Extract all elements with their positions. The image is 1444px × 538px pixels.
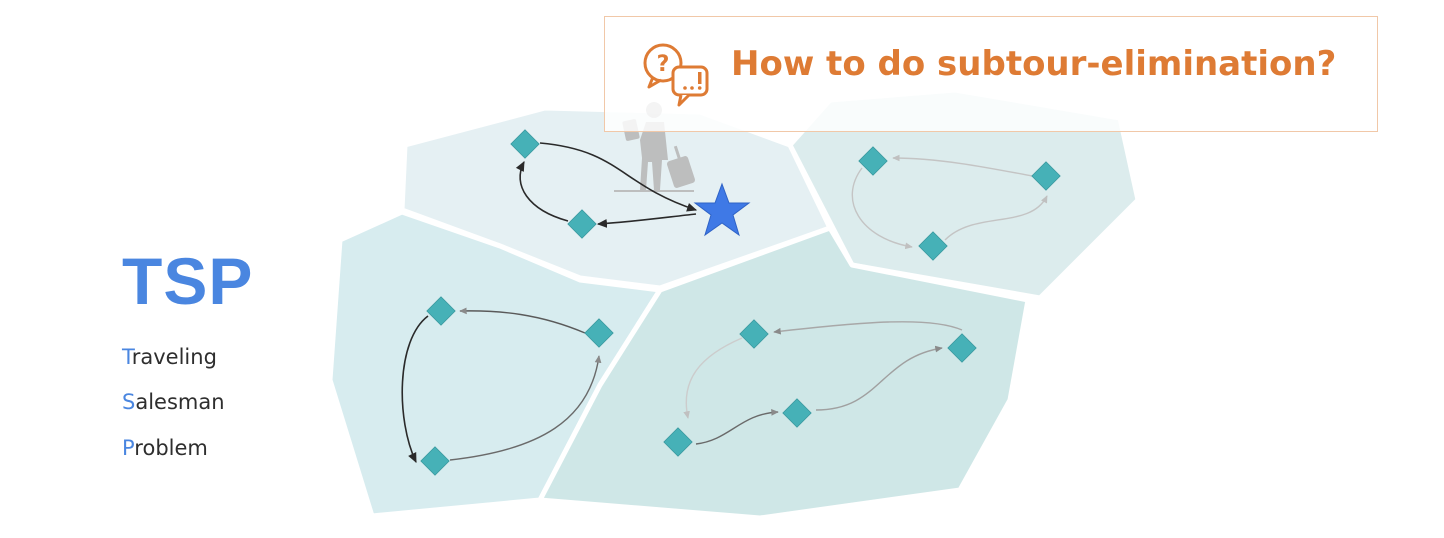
edge-right-2 [851,167,913,250]
city-node [567,209,597,239]
city-node [420,446,450,476]
edge-bottom-4 [815,345,943,411]
edge-top-2 [596,213,697,228]
edge-right-1 [892,154,1033,177]
tsp-title: TSP [122,244,254,318]
city-node [782,398,812,428]
acronym-line-problem: Problem [122,436,208,460]
callout-question-text: How to do subtour-elimination? [731,44,1337,84]
city-node [510,129,540,159]
edge-right-3 [944,195,1048,241]
acronym-line-salesman: Salesman [122,390,225,414]
edge-left-2 [401,315,429,464]
acronym-line-traveling: Traveling [122,345,217,369]
city-node [426,296,456,326]
star-icon [693,182,751,237]
edge-left-3 [449,355,602,461]
city-node [1031,161,1061,191]
edge-left-1 [459,307,586,334]
city-node [858,146,888,176]
edge-bottom-1 [773,321,963,335]
question-exclamation-bubbles-icon: ? [643,43,709,107]
edge-bottom-3 [695,409,779,445]
city-node [584,318,614,348]
edge-top-1 [539,142,698,212]
edge-top-3 [515,161,569,222]
edge-bottom-2 [683,337,743,419]
region-bottom [537,225,1031,521]
city-node [663,427,693,457]
city-node [739,319,769,349]
svg-text:?: ? [657,52,670,77]
city-node [918,231,948,261]
city-node [947,333,977,363]
question-callout: ? How to do subtour-elimination? [604,16,1378,132]
